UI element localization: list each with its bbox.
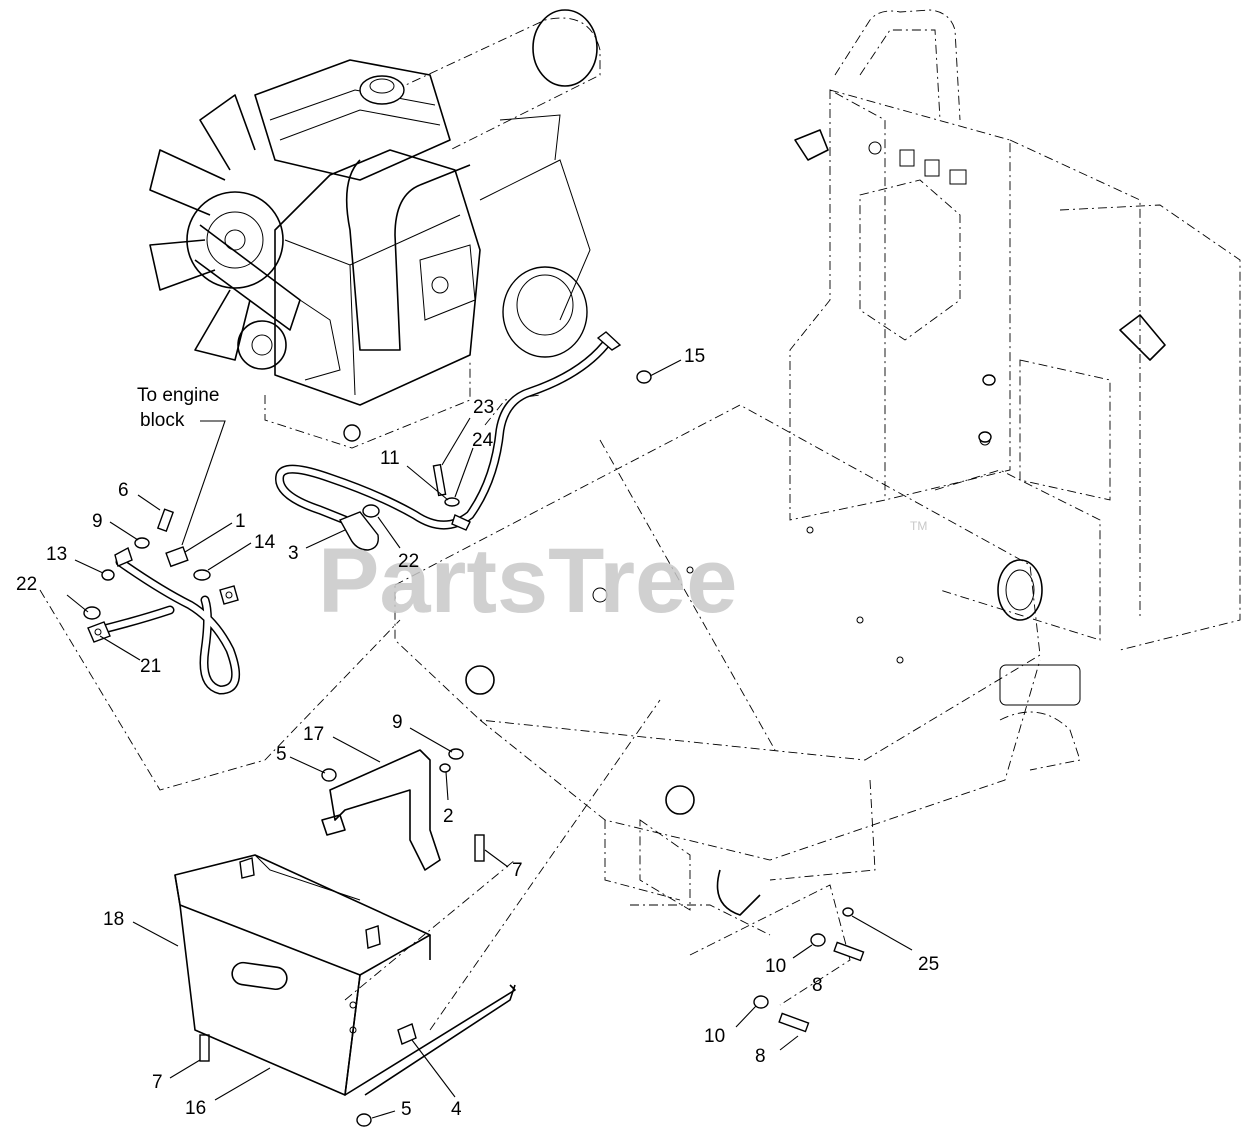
callout-8-upper: 8: [812, 975, 823, 996]
callout-5-lower: 5: [401, 1099, 412, 1120]
callout-3: 3: [288, 543, 299, 564]
callout-9-lower: 9: [392, 712, 403, 733]
hardware: [83, 370, 996, 1127]
watermark: PartsTree: [318, 530, 737, 632]
machine-frame: [394, 9, 1241, 936]
callout-8-lower: 8: [755, 1046, 766, 1067]
callout-22-lower: 22: [16, 574, 37, 595]
engine-assembly: [149, 9, 601, 449]
callout-23: 23: [473, 397, 494, 418]
phantom-lines: [39, 394, 851, 1031]
callout-25: 25: [918, 954, 939, 975]
callout-17: 17: [303, 724, 324, 745]
callout-24: 24: [472, 430, 494, 451]
callout-11: 11: [380, 448, 400, 469]
callouts: 15 23 24 11 6 9 1 14 13 3 22 22 21 9 17 …: [16, 346, 939, 1120]
callout-21: 21: [140, 656, 161, 677]
callout-6: 6: [118, 480, 129, 501]
engine-block-note: To engine block: [137, 385, 226, 546]
callout-16: 16: [185, 1098, 206, 1119]
callout-13: 13: [46, 544, 67, 565]
callout-18: 18: [103, 909, 124, 930]
note-line-1: To engine: [137, 385, 219, 406]
callout-2: 2: [443, 806, 454, 827]
callout-7-right: 7: [512, 860, 523, 881]
callout-9-upper: 9: [92, 511, 103, 532]
battery-box: [174, 749, 516, 1096]
leader-lines: [66, 359, 913, 1119]
callout-15: 15: [684, 346, 705, 367]
callout-22-upper: 22: [398, 551, 419, 572]
callout-5-upper: 5: [276, 744, 287, 765]
callout-1: 1: [235, 511, 246, 532]
watermark-tm: TM: [910, 519, 927, 533]
callout-10-upper: 10: [765, 956, 786, 977]
callout-7-left: 7: [152, 1072, 163, 1093]
callout-4: 4: [451, 1099, 462, 1120]
callout-14: 14: [254, 532, 276, 553]
callout-10-lower: 10: [704, 1026, 725, 1047]
note-line-2: block: [140, 410, 185, 431]
